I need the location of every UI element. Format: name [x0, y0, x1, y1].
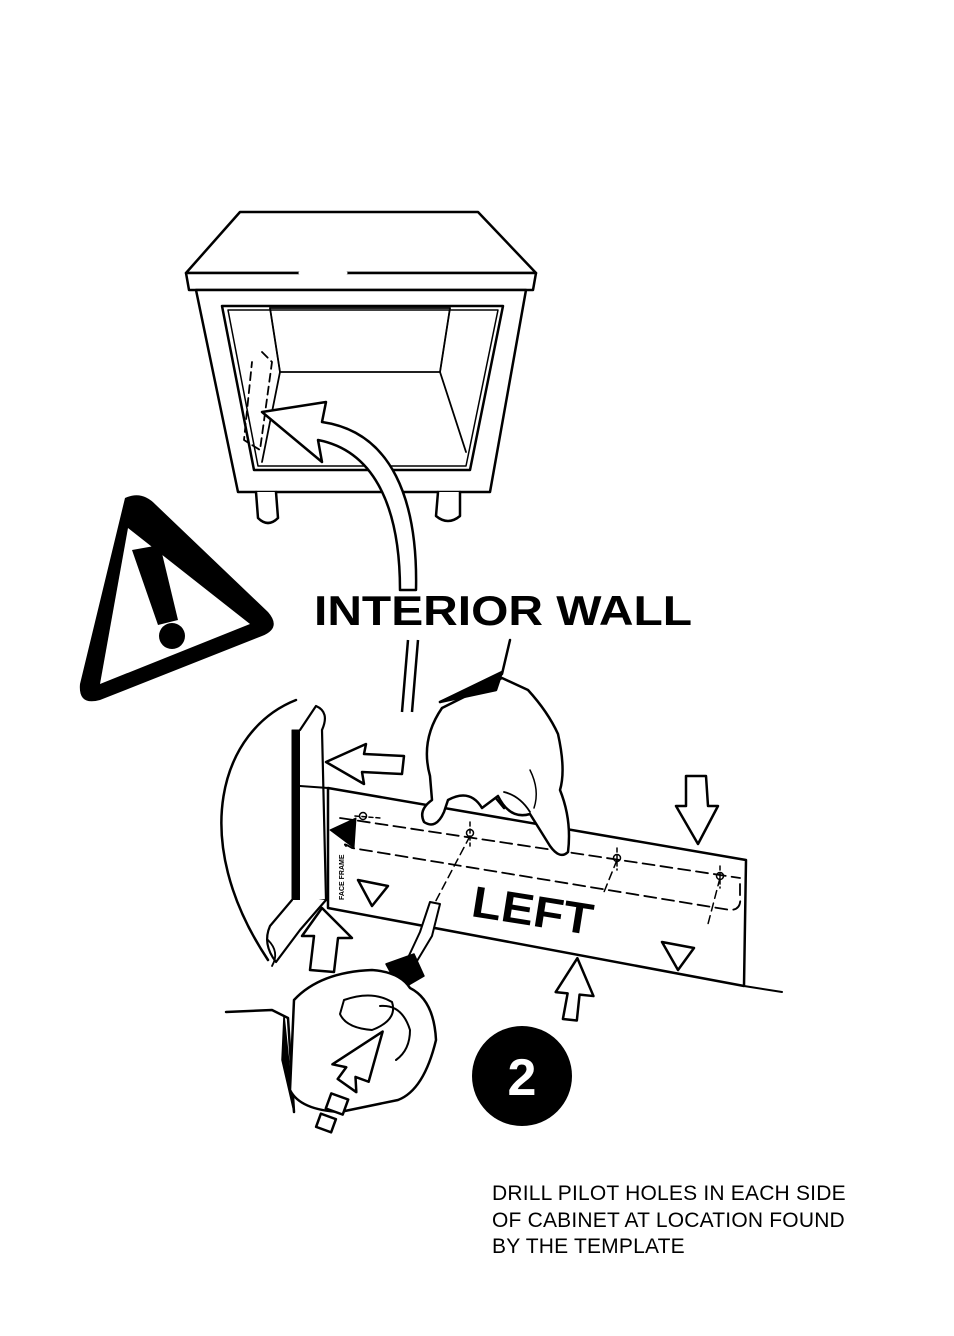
caption-line: BY THE TEMPLATE: [492, 1235, 685, 1258]
step-number: 2: [508, 1049, 537, 1107]
curved-arrow-icon: [260, 400, 420, 713]
drill-illustration: [224, 901, 441, 1134]
caption-line: DRILL PILOT HOLES IN EACH SIDE: [492, 1182, 846, 1205]
interior-wall-title: INTERIOR WALL: [314, 587, 692, 634]
instruction-caption: DRILL PILOT HOLES IN EACH SIDE OF CABINE…: [492, 1181, 912, 1261]
pilot-hole-marks: [354, 811, 725, 925]
step-number-badge: 2: [472, 1026, 572, 1126]
face-frame-label: FACE FRAME: [339, 854, 346, 900]
warning-icon: [79, 495, 274, 702]
caption-line: OF CABINET AT LOCATION FOUND: [492, 1208, 845, 1232]
hand-illustration: [421, 638, 571, 857]
cabinet-illustration: [184, 210, 538, 525]
